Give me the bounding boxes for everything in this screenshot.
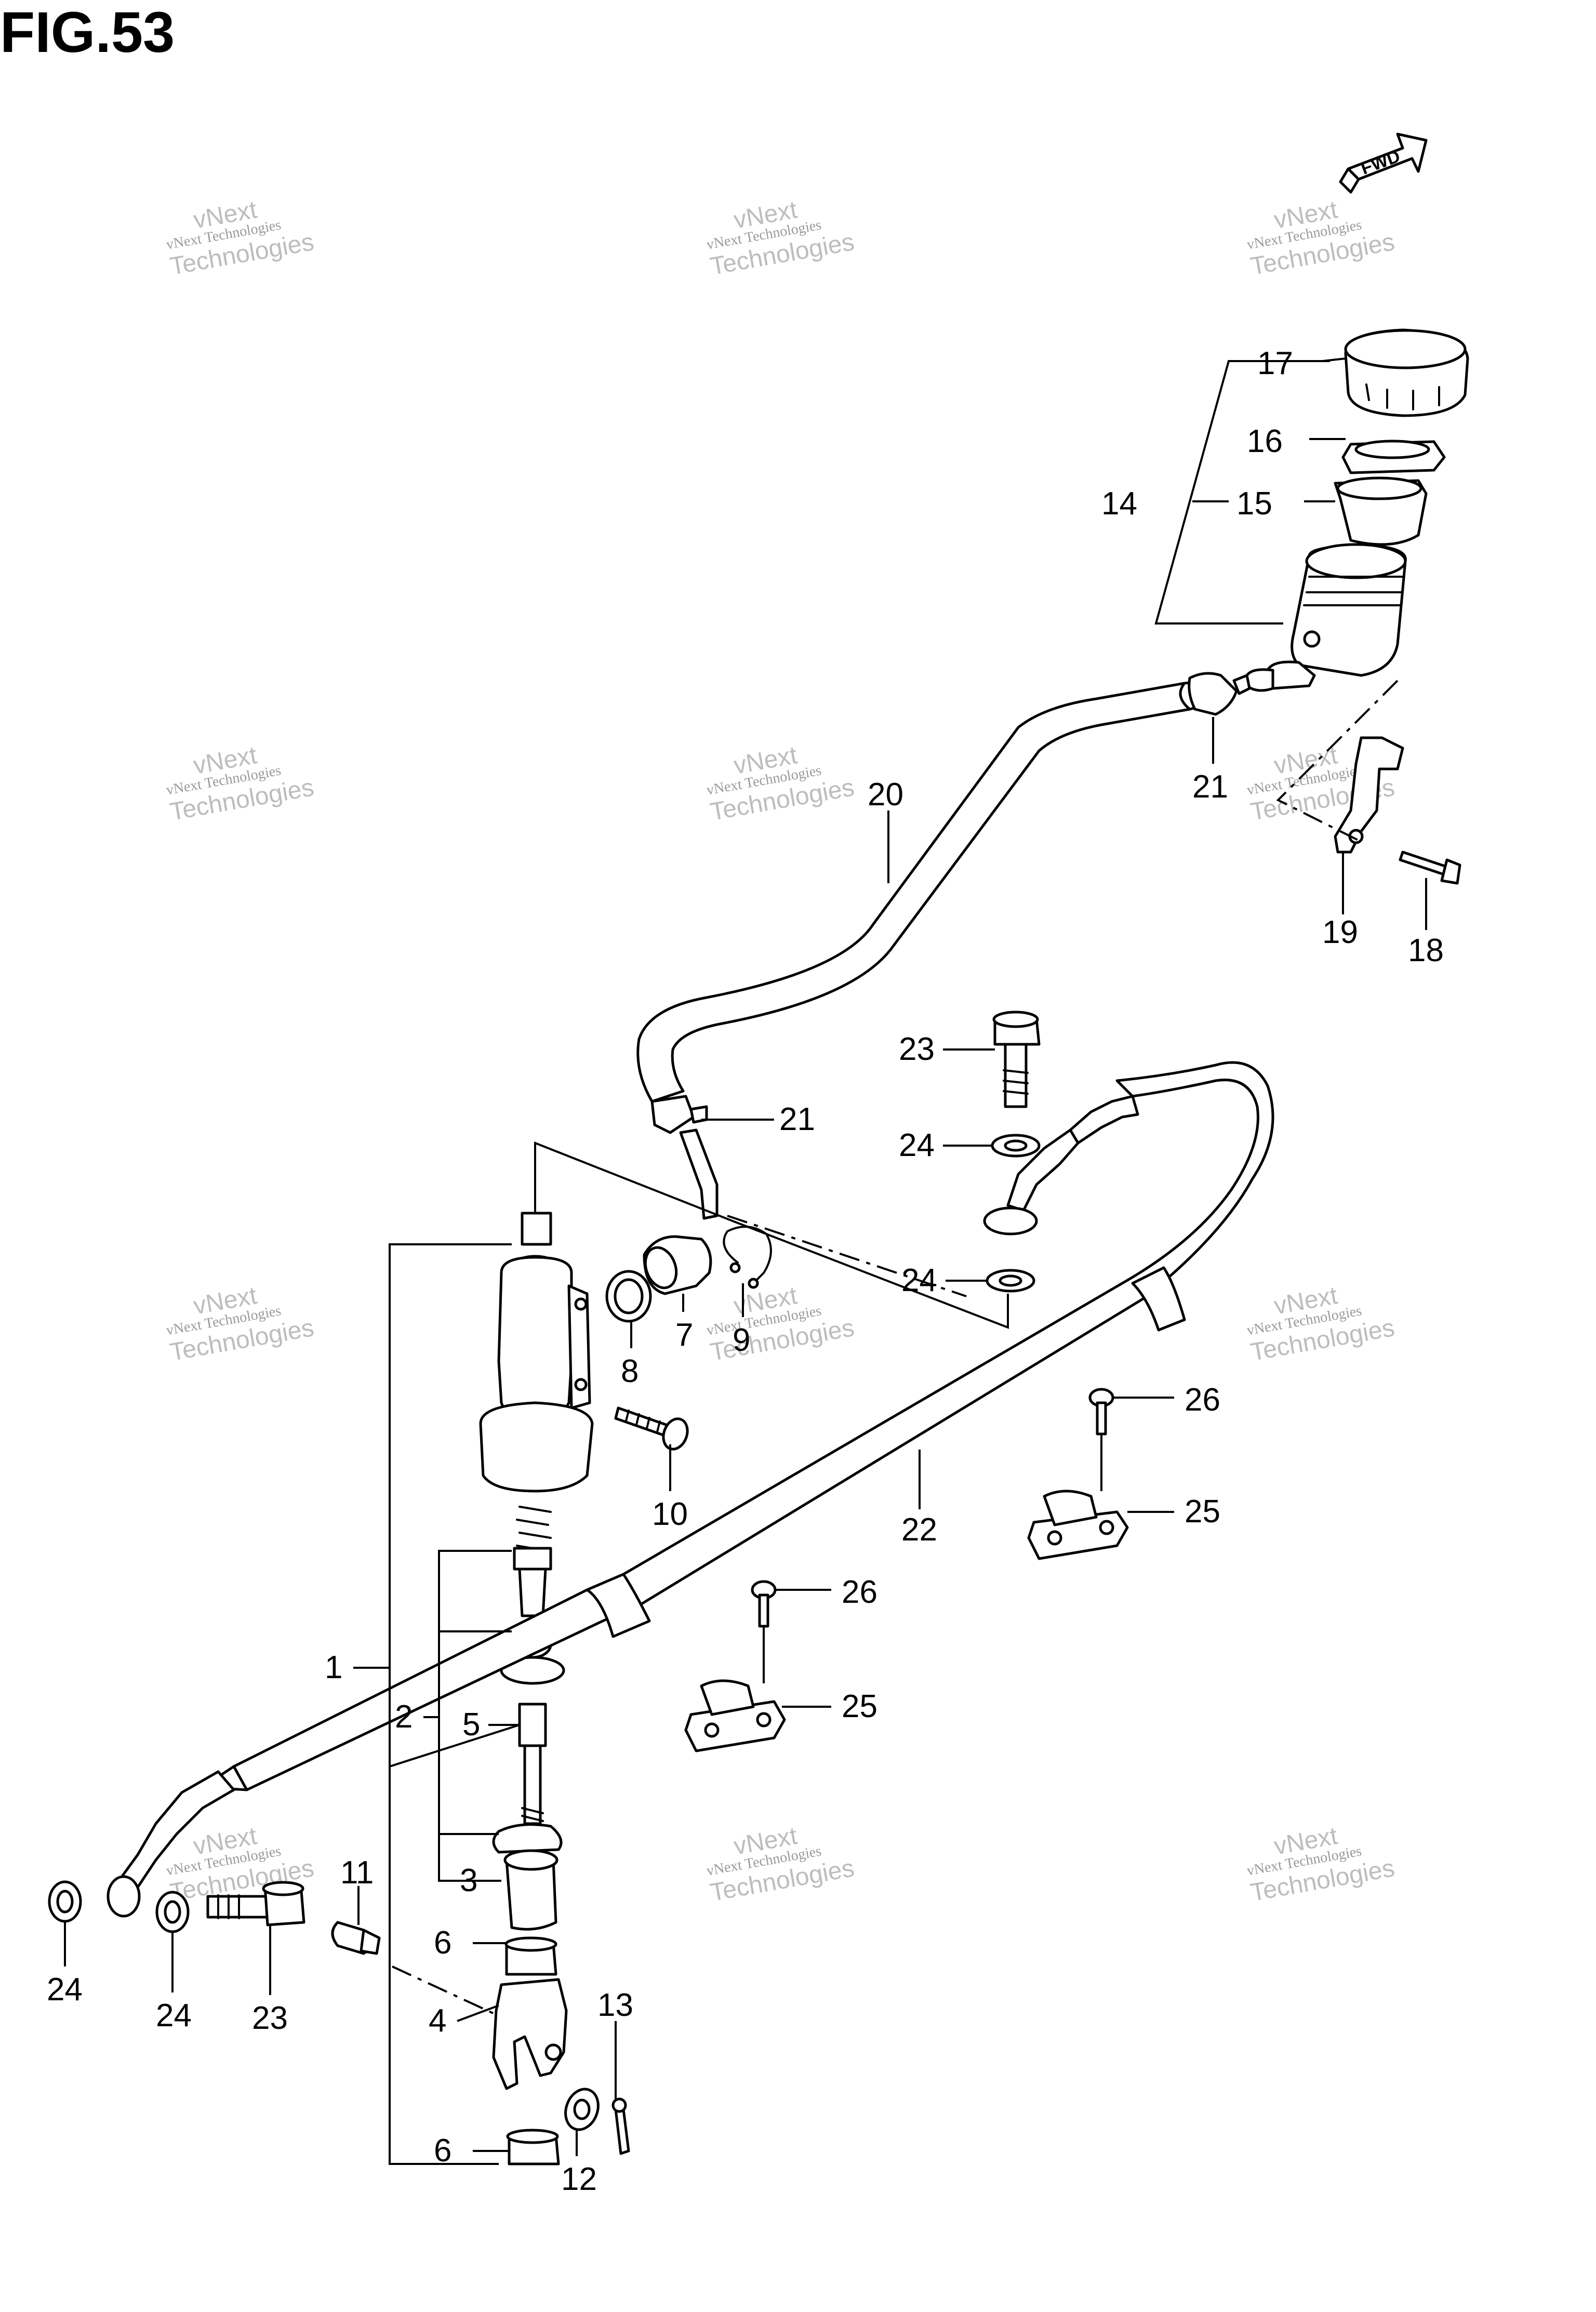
callout-18: 18 — [1408, 933, 1444, 968]
callout-21-lower: 21 — [779, 1101, 815, 1137]
lock-nut-upper — [504, 1936, 557, 1976]
callout-5: 5 — [462, 1707, 480, 1743]
callout-21-upper: 21 — [1192, 769, 1228, 805]
reservoir-cap — [1344, 328, 1469, 417]
hose-clamp-lower — [650, 1095, 719, 1220]
callout-22: 22 — [901, 1512, 937, 1548]
sealing-washer-4 — [155, 1891, 190, 1933]
brake-hose — [107, 1061, 1274, 1918]
washer — [564, 2088, 600, 2131]
guide-screw-lower — [751, 1580, 777, 1628]
sealing-washer-1 — [991, 1134, 1041, 1158]
piston-spring — [516, 1506, 552, 1552]
watermark: vNext vNext Technologies Technologies — [706, 196, 857, 281]
callout-23-lower: 23 — [252, 2000, 288, 2036]
callout-1: 1 — [325, 1650, 342, 1685]
callout-13: 13 — [597, 1987, 633, 2023]
watermark: vNext vNext Technologies Technologies — [165, 741, 316, 826]
figure-title: FIG.53 — [0, 1, 175, 64]
clevis — [492, 1978, 568, 2090]
callout-16: 16 — [1247, 423, 1283, 459]
watermark: vNext vNext Technologies Technologies — [165, 1282, 316, 1366]
mounting-screw — [614, 1406, 689, 1451]
push-rod — [518, 1703, 547, 1825]
banjo-bolt-upper — [992, 1011, 1041, 1108]
hose-guide-upper — [1027, 1490, 1129, 1560]
dust-boot — [492, 1823, 563, 1931]
leader-lines — [64, 357, 1427, 2165]
callout-19: 19 — [1322, 914, 1358, 950]
callout-11: 11 — [340, 1855, 374, 1891]
watermark: vNext vNext Technologies Technologies — [706, 741, 857, 826]
banjo-bolt-lower — [206, 1881, 305, 1926]
hose-clamp-upper — [1188, 672, 1251, 716]
bracket-bolt — [1399, 851, 1461, 885]
callout-17: 17 — [1257, 346, 1293, 381]
callout-14: 14 — [1101, 486, 1137, 522]
callout-23-upper: 23 — [899, 1031, 935, 1067]
clevis-pin — [331, 1921, 381, 1955]
callout-10: 10 — [652, 1496, 688, 1532]
callout-7: 7 — [675, 1317, 693, 1353]
callout-12: 12 — [561, 2161, 597, 2197]
callout-2: 2 — [395, 1699, 413, 1735]
reservoir-diaphragm — [1334, 476, 1428, 546]
callouts: 17 16 15 14 21 19 18 20 21 23 24 24 7 8 … — [47, 346, 1444, 2197]
callout-4: 4 — [429, 2003, 446, 2039]
watermark-grid: vNext vNext Technologies Technologies vN… — [165, 196, 1397, 1907]
callout-9: 9 — [733, 1322, 750, 1358]
sealing-washer-3 — [48, 1880, 82, 1923]
watermark: vNext vNext Technologies Technologies — [706, 1282, 857, 1366]
callout-6-lower: 6 — [434, 2133, 451, 2169]
reservoir-tank — [1245, 543, 1407, 692]
inlet-union — [643, 1235, 712, 1295]
callout-20: 20 — [868, 777, 903, 813]
master-cylinder — [479, 1212, 594, 1493]
o-ring — [605, 1270, 652, 1323]
callout-15: 15 — [1236, 486, 1272, 522]
watermark: vNext vNext Technologies Technologies — [706, 1822, 857, 1907]
sealing-washer-2 — [986, 1269, 1035, 1293]
circlip — [723, 1226, 772, 1289]
lock-nut-lower — [506, 2129, 560, 2165]
callout-24-left: 24 — [47, 1972, 83, 2008]
callout-6-upper: 6 — [434, 1925, 451, 1961]
watermark: vNext vNext Technologies Technologies — [1246, 196, 1397, 281]
callout-25-lower: 25 — [842, 1689, 877, 1724]
callout-26-lower: 26 — [842, 1574, 877, 1610]
hose-guide-lower — [684, 1679, 786, 1752]
reservoir-plate — [1341, 440, 1446, 474]
watermark: vNext vNext Technologies Technologies — [165, 196, 316, 281]
watermark: vNext vNext Technologies Technologies — [1246, 1822, 1397, 1907]
callout-24-bottom: 24 — [156, 1998, 192, 2034]
callout-25-upper: 25 — [1185, 1494, 1220, 1530]
fwd-label: FWD — [1358, 147, 1403, 179]
callout-8: 8 — [621, 1353, 639, 1389]
callout-24-upper: 24 — [899, 1127, 935, 1163]
callout-24-middle: 24 — [901, 1263, 937, 1298]
callout-26-upper: 26 — [1185, 1382, 1220, 1418]
watermark: vNext vNext Technologies Technologies — [1246, 1282, 1397, 1366]
cotter-pin — [611, 2097, 630, 2155]
fwd-arrow-icon: FWD — [1339, 132, 1428, 194]
callout-3: 3 — [460, 1863, 477, 1898]
guide-screw-upper — [1088, 1388, 1114, 1436]
